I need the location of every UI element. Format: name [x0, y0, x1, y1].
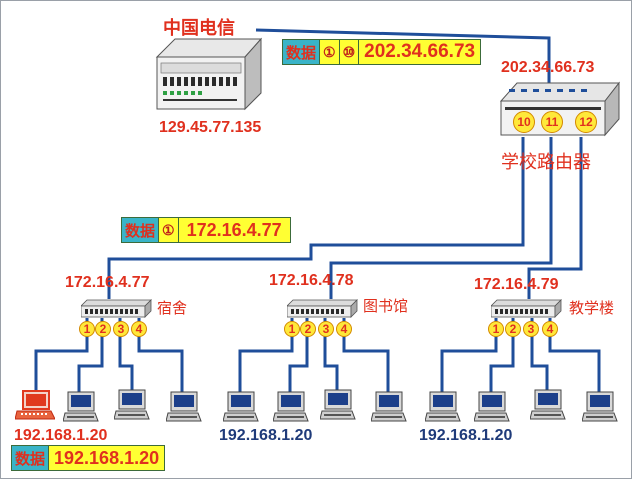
pc-2-4 — [370, 391, 407, 429]
switch-icon — [490, 299, 562, 318]
packet-top-tag: 数据 — [283, 40, 320, 64]
switch3-port-3: 3 — [523, 321, 539, 337]
computer-icon — [581, 391, 618, 422]
lan-ip-2: 192.168.1.20 — [219, 427, 313, 444]
switch1-port-2: 2 — [95, 321, 111, 337]
switch2-label: 图书馆 — [363, 297, 409, 315]
packet-top: 数据 ① ⑩ 202.34.66.73 — [282, 39, 482, 65]
wire-router-switch1 — [107, 137, 525, 299]
wire-telecom-router — [255, 28, 551, 87]
packet-mid-num-1: ① — [158, 218, 178, 242]
computer-icon — [424, 391, 461, 422]
packet-top-addr: 202.34.66.73 — [358, 40, 481, 64]
router-port-10: 10 — [513, 111, 535, 133]
switch2 — [286, 299, 359, 319]
wire-s3-p3 — [530, 318, 549, 391]
packet-mid-tag: 数据 — [122, 218, 159, 242]
switch2-ip: 172.16.4.78 — [269, 272, 354, 289]
wire-router-switch2 — [329, 137, 553, 299]
switch-icon — [286, 299, 358, 318]
packet-bottom: 数据 192.168.1.20 — [11, 445, 166, 471]
switch3-port-4: 4 — [542, 321, 558, 337]
wire-s2-p3 — [323, 318, 339, 391]
switch3-port-2: 2 — [505, 321, 521, 337]
switch3 — [490, 299, 563, 319]
switch-icon — [80, 299, 152, 318]
computer-icon — [370, 391, 407, 422]
computer-icon — [14, 390, 56, 420]
packet-bottom-addr: 192.168.1.20 — [48, 446, 165, 470]
switch1-port-3: 3 — [113, 321, 129, 337]
computer-icon — [272, 391, 309, 422]
wire-s1-p3 — [118, 318, 134, 391]
pc-3-3 — [529, 389, 566, 427]
pc-2-1 — [222, 391, 259, 429]
server-icon — [155, 37, 263, 111]
computer-icon — [319, 389, 356, 420]
pc-1-4 — [165, 391, 202, 429]
computer-icon — [113, 389, 150, 420]
packet-mid: 数据 ① 172.16.4.77 — [121, 217, 291, 243]
packet-top-num-2: ⑩ — [338, 40, 359, 64]
lan-ip-3: 192.168.1.20 — [419, 427, 513, 444]
switch3-ip: 172.16.4.79 — [474, 276, 559, 293]
pc-1-3 — [113, 389, 150, 427]
packet-bottom-tag: 数据 — [12, 446, 49, 470]
switch1-port-4: 4 — [131, 321, 147, 337]
router-port-11: 11 — [541, 111, 563, 133]
pc-highlighted — [14, 389, 56, 429]
pc-3-4 — [581, 391, 618, 429]
pc-1-2 — [62, 391, 99, 429]
pc-3-2 — [473, 391, 510, 429]
telecom-ip: 129.45.77.135 — [159, 119, 262, 136]
switch1-port-1: 1 — [79, 321, 95, 337]
switch2-port-1: 1 — [284, 321, 300, 337]
switch2-port-4: 4 — [336, 321, 352, 337]
lan-ip-1: 192.168.1.20 — [14, 427, 108, 444]
switch3-port-1: 1 — [488, 321, 504, 337]
wire-s2-p2 — [288, 318, 309, 393]
pc-2-2 — [272, 391, 309, 429]
switch2-port-3: 3 — [318, 321, 334, 337]
computer-icon — [222, 391, 259, 422]
packet-mid-addr: 172.16.4.77 — [177, 218, 290, 242]
switch1-label: 宿舍 — [157, 299, 188, 317]
router-label: 学校路由器 — [501, 152, 591, 173]
pc-2-3 — [319, 389, 356, 427]
wire-s3-p2 — [489, 318, 515, 393]
switch2-port-2: 2 — [300, 321, 316, 337]
pc-3-1 — [424, 391, 461, 429]
switch1-ip: 172.16.4.77 — [65, 274, 150, 291]
computer-icon — [62, 391, 99, 422]
computer-icon — [165, 391, 202, 422]
switch1 — [80, 299, 153, 319]
wire-router-switch3 — [527, 137, 583, 299]
telecom-server — [153, 35, 263, 111]
router-ip: 202.34.66.73 — [501, 59, 595, 76]
telecom-label: 中国电信 — [163, 18, 235, 39]
packet-top-num-1: ① — [319, 40, 339, 64]
wire-s1-p2 — [77, 318, 104, 393]
router-port-12: 12 — [575, 111, 597, 133]
computer-icon — [529, 389, 566, 420]
computer-icon — [473, 391, 510, 422]
switch3-label: 教学楼 — [569, 299, 615, 317]
